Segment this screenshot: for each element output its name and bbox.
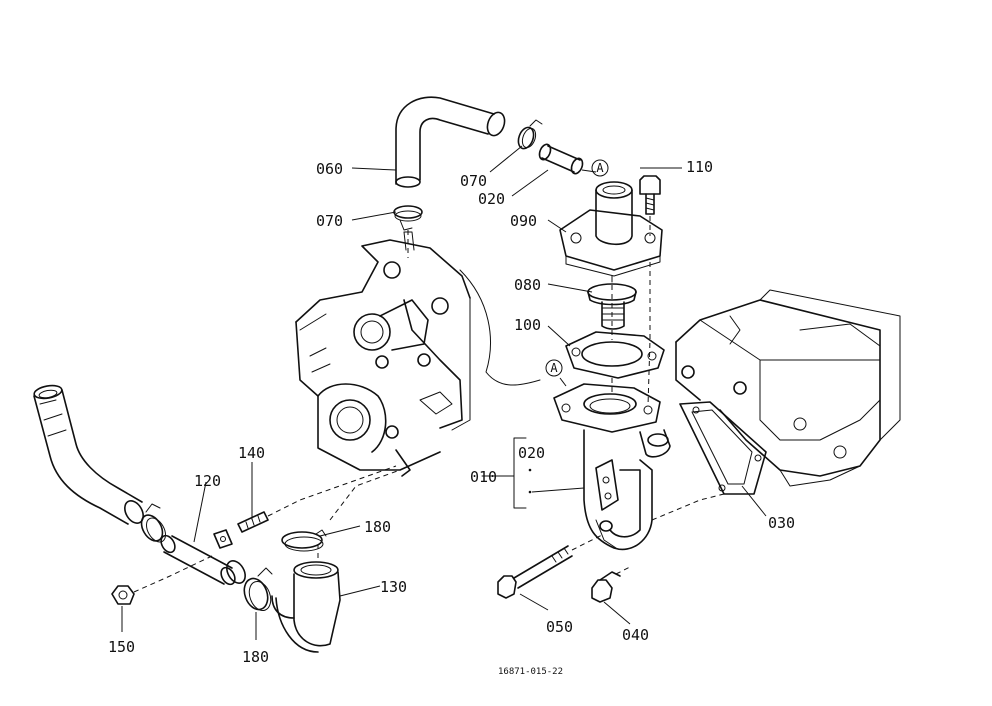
part-label-070-top: 070 — [460, 172, 487, 190]
part-label-020-group: 020 — [518, 444, 545, 462]
part-label-180-lower: 180 — [242, 648, 269, 666]
drawing-number: 16871-015-22 — [498, 667, 563, 677]
hose-clamp-180-lower-drawing — [243, 567, 273, 612]
bypass-hose-060-drawing — [395, 96, 506, 188]
part-label-010: 010 — [470, 468, 497, 486]
hose-clamp-mid-drawing — [226, 560, 246, 584]
part-label-180-upper: 180 — [364, 518, 391, 536]
part-label-110: 110 — [686, 158, 713, 176]
marker-a-lower: A — [545, 359, 563, 377]
marker-a-lower-text: A — [550, 361, 558, 375]
cylinder-head-drawing — [675, 289, 901, 487]
part-label-090: 090 — [510, 212, 537, 230]
part-label-140: 140 — [238, 444, 265, 462]
part-label-130: 130 — [380, 578, 407, 596]
pipe-120-drawing — [160, 529, 236, 586]
part-label-060: 060 — [316, 160, 343, 178]
hose-clamp-070-top-drawing — [517, 119, 543, 150]
elbow-hose-130-drawing — [271, 544, 341, 653]
marker-a-upper-text: A — [596, 161, 604, 175]
part-label-120: 120 — [194, 472, 221, 490]
bolt-040-drawing — [591, 565, 633, 603]
group-bracket-010 — [481, 437, 585, 509]
part-label-150: 150 — [108, 638, 135, 656]
bolt-050-drawing — [497, 533, 605, 599]
nut-150-drawing — [111, 555, 213, 605]
hose-routing-line — [329, 469, 401, 521]
part-label-080: 080 — [514, 276, 541, 294]
thermostat-cover-090-drawing — [559, 181, 663, 277]
gasket-routing-line — [651, 493, 725, 521]
hose-clamp-180-upper-drawing — [281, 529, 327, 552]
gasket-100-drawing — [565, 331, 665, 379]
gasket-030-drawing — [679, 401, 767, 495]
part-label-050: 050 — [546, 618, 573, 636]
part-label-020-top: 020 — [478, 190, 505, 208]
part-label-070-left: 070 — [316, 212, 343, 230]
part-label-040: 040 — [622, 626, 649, 644]
leader-lines — [121, 145, 767, 640]
part-label-030: 030 — [768, 514, 795, 532]
hose-clamp-070-left-drawing — [393, 205, 423, 258]
part-label-100: 100 — [514, 316, 541, 334]
stud-140-drawing — [237, 465, 397, 533]
bolt-110-drawing — [639, 175, 661, 236]
lower-hose-left-drawing — [33, 384, 144, 525]
thermostat-housing-010-drawing — [553, 383, 671, 551]
hose-clamp-left-drawing — [140, 503, 166, 543]
pipe-020-top-drawing — [538, 143, 584, 175]
marker-a-upper: A — [591, 159, 609, 177]
engine-block-drawing — [295, 231, 541, 477]
bolt-routing-line — [647, 262, 651, 407]
